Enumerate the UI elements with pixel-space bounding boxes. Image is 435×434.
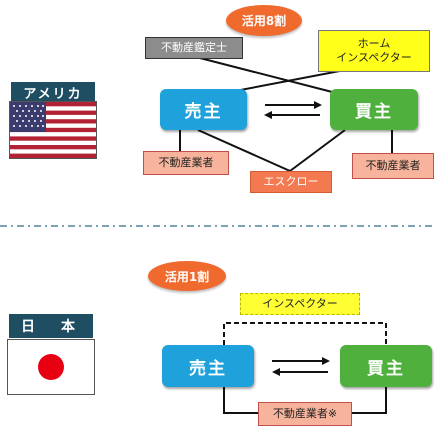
japan-seller-label: 売主	[189, 358, 227, 379]
home-inspector-box: ホーム インスペクター	[318, 30, 430, 72]
japan-seller-box: 売主	[162, 345, 254, 387]
escrow-box: エスクロー	[250, 171, 332, 193]
home-inspector-label-line2: インスペクター	[336, 51, 412, 64]
usa-label-text: アメリカ	[23, 86, 83, 102]
usa-usage-badge: 活用8割	[226, 5, 302, 36]
usa-label: アメリカ	[11, 82, 95, 102]
usa-usage-badge-text: 活用8割	[241, 14, 287, 28]
japan-inspector-box: インスペクター	[240, 293, 360, 315]
usa-buyer-agent-box: 不動産業者	[352, 153, 434, 179]
japan-label-text: 日 本	[21, 319, 81, 335]
japan-usage-badge: 活用1割	[148, 261, 226, 291]
japan-usage-badge-text: 活用1割	[164, 269, 210, 284]
japan-buyer-box: 買主	[340, 345, 432, 387]
usa-buyer-box: 買主	[330, 89, 418, 130]
home-inspector-label-line1: ホーム	[357, 37, 391, 51]
japan-label: 日 本	[9, 314, 93, 338]
escrow-label: エスクロー	[263, 175, 319, 189]
usa-flag	[9, 101, 97, 159]
japan-flag	[7, 339, 95, 395]
usa-buyer-label: 買主	[355, 102, 393, 122]
japan-agent-box: 不動産業者※	[258, 402, 352, 426]
usa-flag-icon	[10, 102, 96, 158]
usa-seller-agent-label: 不動産業者	[158, 156, 214, 170]
appraiser-box: 不動産鑑定士	[145, 37, 243, 59]
japan-agent-label: 不動産業者※	[272, 407, 338, 421]
japan-buyer-label: 買主	[367, 358, 405, 379]
usa-seller-box: 売主	[160, 89, 247, 130]
usa-seller-agent-box: 不動産業者	[143, 151, 229, 175]
japan-inspector-label: インスペクター	[262, 297, 338, 311]
appraiser-label: 不動産鑑定士	[161, 41, 227, 55]
usa-buyer-agent-label: 不動産業者	[365, 159, 421, 173]
japan-flag-icon	[8, 340, 94, 394]
usa-seller-label: 売主	[184, 102, 223, 122]
